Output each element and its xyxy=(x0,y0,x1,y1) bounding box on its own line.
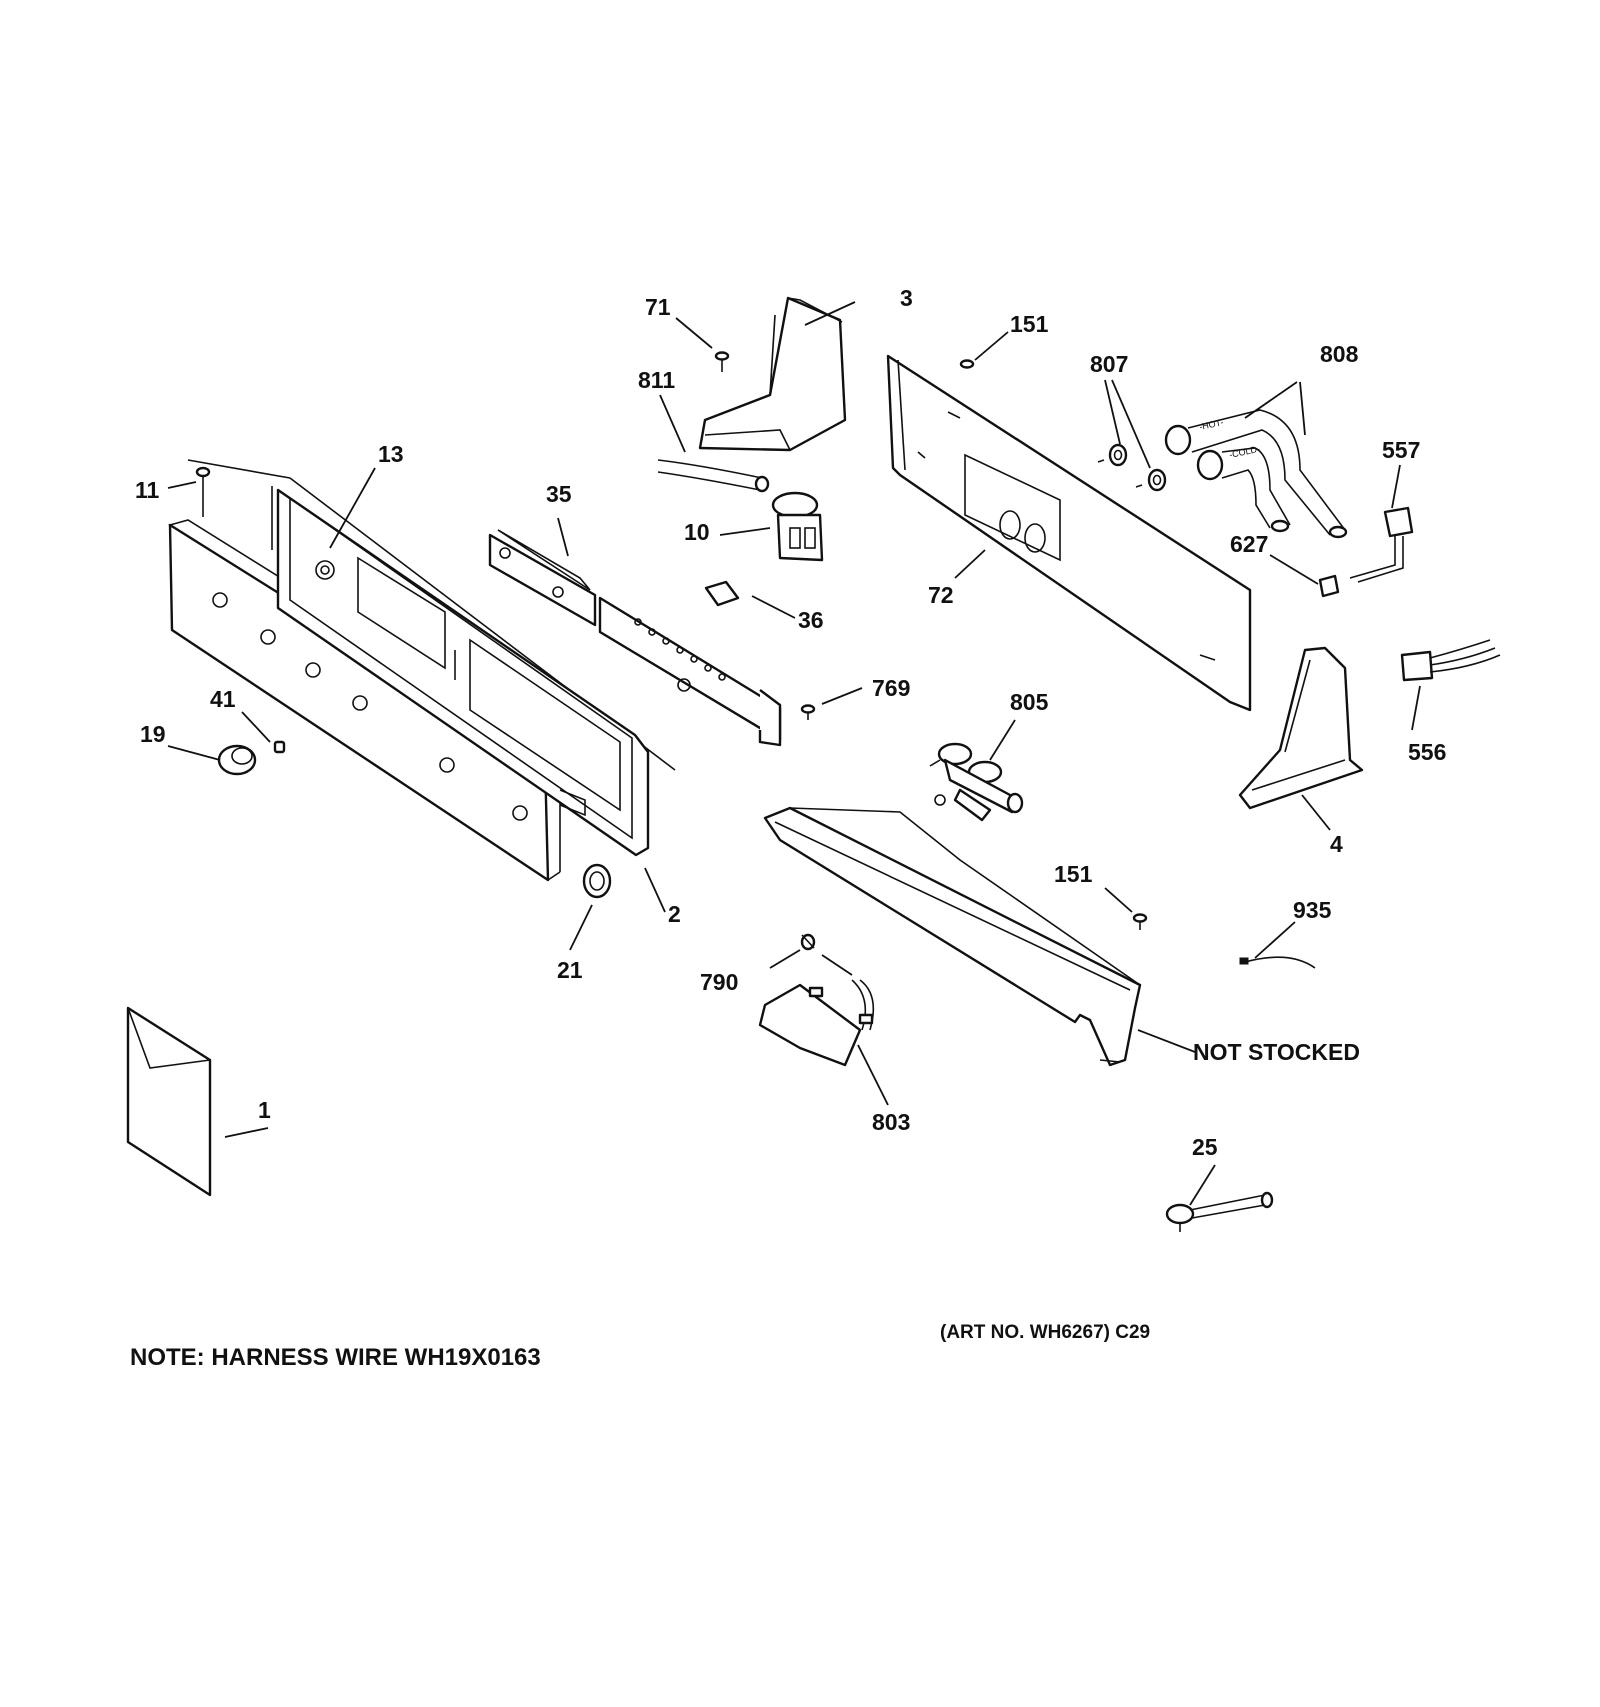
part-3-side-bracket xyxy=(698,296,847,452)
callout-2: 2 xyxy=(668,901,681,927)
part-811-hose xyxy=(657,459,770,493)
panel-edge-line xyxy=(187,459,291,479)
part-11-screw xyxy=(195,466,211,517)
callout-72: 72 xyxy=(928,582,954,608)
part-2-panel-frame xyxy=(271,486,650,857)
art-number: (ART NO. WH6267) C29 xyxy=(940,1322,1150,1343)
callout-557: 557 xyxy=(1382,437,1420,463)
callout-803: 803 xyxy=(872,1109,910,1135)
harness-wire-note: NOTE: HARNESS WIRE WH19X0163 xyxy=(130,1344,541,1371)
part-not-stocked-channel xyxy=(763,806,1142,1067)
hose-cold-label: -COLD- xyxy=(1228,444,1260,460)
part-25-rod xyxy=(1165,1191,1274,1232)
callout-10: 10 xyxy=(684,519,710,545)
callout-790: 790 xyxy=(700,969,738,995)
callout-71: 71 xyxy=(645,294,671,320)
callout-627: 627 xyxy=(1230,531,1268,557)
part-627-plug xyxy=(1318,574,1340,598)
part-pcb-board xyxy=(598,596,782,747)
callout-4: 4 xyxy=(1330,831,1343,857)
part-807-washers xyxy=(1097,443,1167,492)
part-935-wire xyxy=(1239,956,1316,969)
callout-19: 19 xyxy=(140,721,166,747)
part-803-cover xyxy=(758,979,875,1067)
hose-hot-label: -HOT- xyxy=(1198,417,1224,432)
part-151-screw-upper xyxy=(959,359,975,369)
part-151-screw-lower xyxy=(1132,913,1148,930)
leader-lines xyxy=(167,301,1421,1206)
callout-21: 21 xyxy=(557,957,583,983)
part-72-backsplash xyxy=(886,354,1252,712)
callout-935: 935 xyxy=(1293,897,1332,923)
part-557-connector xyxy=(1349,506,1414,583)
part-41-set-screw xyxy=(273,740,286,754)
part-790-clamp xyxy=(800,933,816,951)
callout-769: 769 xyxy=(872,675,910,701)
part-769-screw xyxy=(800,704,816,720)
part-805-water-valve xyxy=(929,742,1024,822)
callout-805: 805 xyxy=(1010,689,1049,715)
callout-556: 556 xyxy=(1408,739,1446,765)
callout-36: 36 xyxy=(798,607,824,633)
part-19-knob xyxy=(217,744,257,776)
part-4-side-bracket xyxy=(1238,646,1364,810)
part-35-bracket xyxy=(488,529,597,627)
part-1-envelope xyxy=(126,1006,212,1197)
callout-3: 3 xyxy=(900,285,913,311)
callout-808: 808 xyxy=(1320,341,1359,367)
part-808-hoses: -HOT- -COLD- xyxy=(1164,409,1348,539)
callout-41: 41 xyxy=(210,686,236,712)
callout-807: 807 xyxy=(1090,351,1128,377)
callout-labels: 11 13 35 71 3 811 10 36 769 151 807 808 … xyxy=(135,285,1446,1160)
part-36-cap xyxy=(704,580,740,607)
part-10-pressure-switch xyxy=(771,491,824,562)
callout-1: 1 xyxy=(258,1097,271,1123)
not-stocked-label: NOT STOCKED xyxy=(1193,1039,1360,1065)
callout-13: 13 xyxy=(378,441,404,467)
callout-811: 811 xyxy=(638,367,675,393)
part-71-screw xyxy=(714,351,730,372)
part-556-terminal-block xyxy=(1400,639,1501,682)
callout-35: 35 xyxy=(546,481,572,507)
part-21-grommet xyxy=(582,863,612,899)
callout-11: 11 xyxy=(135,477,160,503)
callout-151-lower: 151 xyxy=(1054,861,1093,887)
callout-151-upper: 151 xyxy=(1010,311,1049,337)
callout-25: 25 xyxy=(1192,1134,1218,1160)
